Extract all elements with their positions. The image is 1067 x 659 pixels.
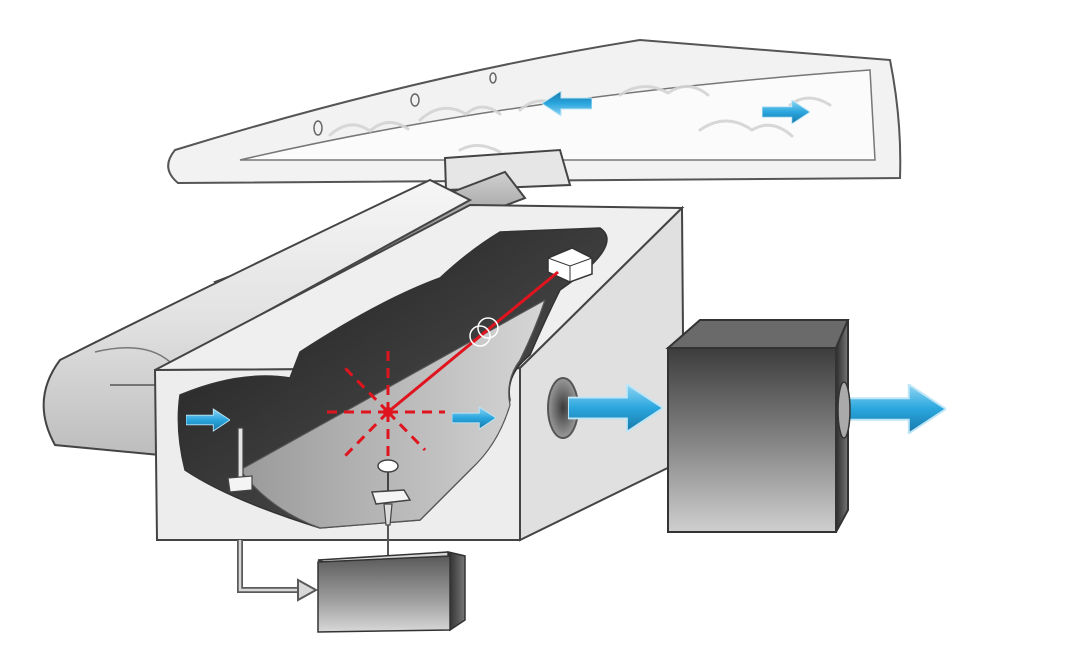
signal-line	[237, 540, 319, 602]
flow-arrow-icon	[848, 384, 946, 434]
laser-source	[547, 247, 593, 283]
reference-sensor	[227, 427, 253, 493]
signal-processor	[317, 551, 466, 633]
exhaust-pump	[665, 319, 851, 533]
laser-beam	[387, 270, 559, 414]
aerosol-flow-tube	[42, 178, 473, 457]
sampling-duct	[167, 38, 902, 185]
photodetector	[370, 459, 412, 556]
scatter-point	[320, 350, 445, 460]
